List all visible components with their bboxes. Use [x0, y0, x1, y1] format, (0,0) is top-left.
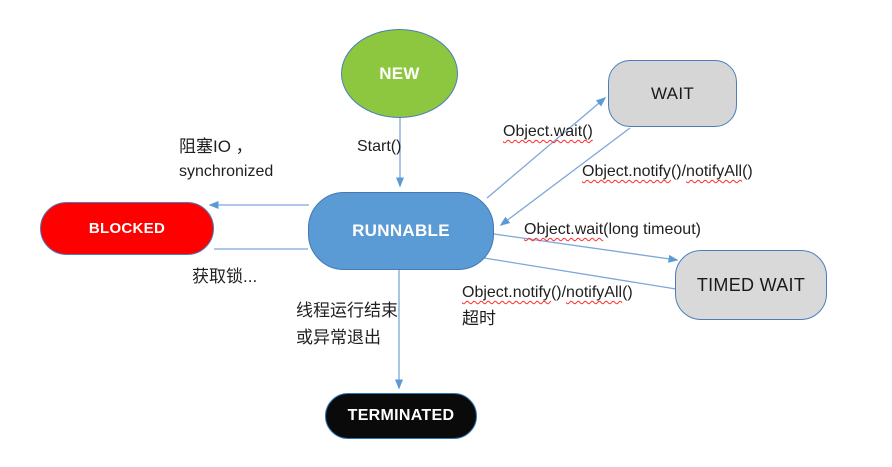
- label-blocked-cause-line1: 阻塞IO ，: [179, 137, 253, 156]
- label-object-wait: Object.wait(): [503, 123, 593, 140]
- label-timeout-cn: 超时: [462, 309, 496, 328]
- state-blocked: BLOCKED: [40, 202, 214, 255]
- label-blocked-cause: 阻塞IO ， synchronized: [179, 134, 273, 184]
- label-start: Start(): [357, 138, 402, 155]
- label-terminate-reason-line1: 线程运行结束: [296, 301, 398, 320]
- edge-runnable-to-wait: [486, 97, 607, 199]
- edge-wait-to-runnable: [499, 127, 631, 226]
- label-terminate-reason: 线程运行结束 或异常退出: [296, 297, 398, 351]
- edge-timed-wait-to-runnable: [477, 256, 677, 290]
- label-terminate-reason-line2: 或异常退出: [296, 328, 381, 347]
- label-blocked-cause-line2: synchronized: [179, 163, 274, 180]
- state-new-label: NEW: [379, 63, 420, 83]
- state-timed-wait: TIMED WAIT: [675, 250, 827, 320]
- state-blocked-label: BLOCKED: [88, 220, 166, 237]
- state-new: NEW: [341, 29, 458, 118]
- state-runnable-label: RUNNABLE: [352, 221, 450, 240]
- state-runnable: RUNNABLE: [308, 192, 494, 270]
- state-wait: WAIT: [608, 60, 737, 127]
- label-acquire-lock: 获取锁...: [192, 267, 258, 286]
- label-object-notify-lower-line1: Object.notify()/notifyAll(): [462, 284, 633, 301]
- label-object-notify-lower: Object.notify()/notifyAll() 超时: [462, 280, 633, 332]
- label-object-notify-upper: Object.notify()/notifyAll(): [582, 163, 753, 180]
- label-object-wait-timeout: Object.wait(long timeout): [524, 221, 701, 238]
- state-terminated-label: TERMINATED: [347, 407, 455, 424]
- state-wait-label: WAIT: [650, 83, 695, 103]
- state-timed-wait-label: TIMED WAIT: [696, 274, 806, 295]
- edge-runnable-to-timed-wait: [493, 233, 679, 263]
- state-terminated: TERMINATED: [325, 393, 477, 439]
